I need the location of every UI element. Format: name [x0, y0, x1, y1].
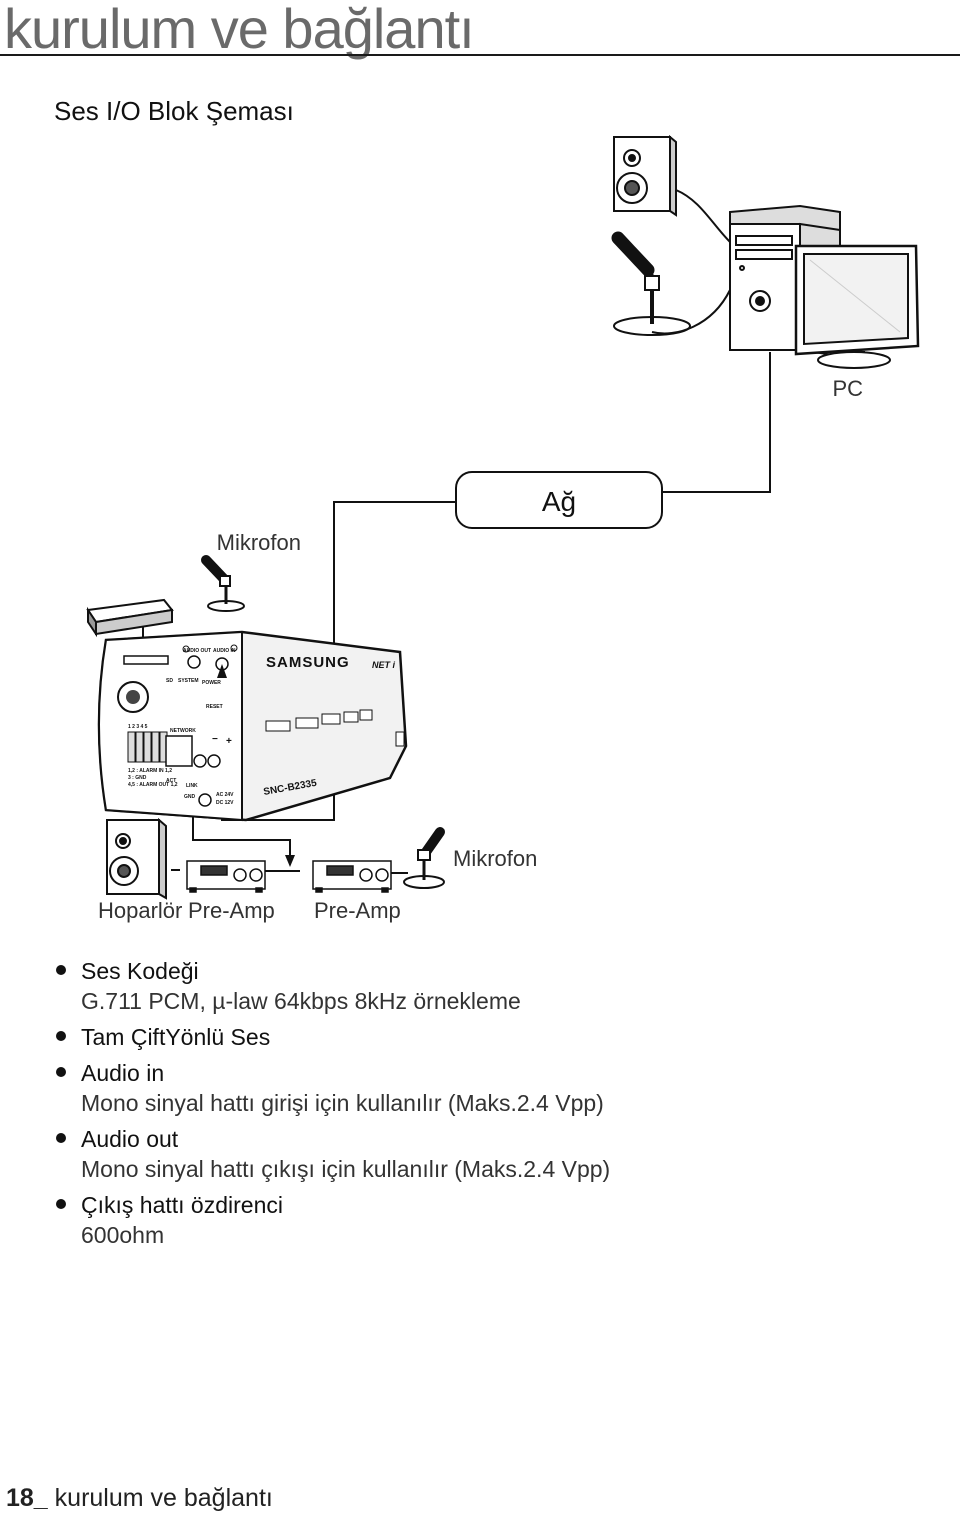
- spec-detail: G.711 PCM, µ-law 64kbps 8kHz örnekleme: [81, 988, 521, 1014]
- camera-terminal-legend-1: 1,2 : ALARM IN 1,2: [128, 768, 172, 774]
- camera-reset-label: RESET: [206, 704, 223, 710]
- camera-act-label: ACT: [166, 778, 176, 784]
- camera-power-label: POWER: [202, 680, 221, 686]
- spec-detail: Mono sinyal hattı girişi için kullanılır…: [81, 1090, 604, 1116]
- audio-io-block-diagram: Ağ: [86, 134, 920, 923]
- section-title: Ses I/O Blok Şeması: [54, 96, 294, 126]
- page-footer: 18_ kurulum ve bağlantı: [6, 1484, 273, 1513]
- spec-detail: 600ohm: [81, 1222, 165, 1248]
- spec-item-output-impedance: Çıkış hattı özdirenci 600ohm: [54, 1190, 934, 1250]
- camera-dc12v-label: DC 12V: [216, 800, 234, 806]
- camera-plus-label: +: [226, 736, 232, 747]
- input-microphone-icon: [403, 827, 445, 889]
- camera-minus-label: −: [212, 734, 218, 745]
- camera-net-logo: NET i: [372, 660, 396, 670]
- camera-audio-out-label: AUDIO OUT: [183, 648, 211, 654]
- preamp-input-icon: [312, 860, 392, 893]
- input-mic-label: Mikrofon: [453, 846, 537, 871]
- bullet-icon: [56, 1133, 66, 1143]
- chapter-title: kurulum ve bağlantı: [4, 0, 475, 60]
- network-node: Ağ: [455, 471, 663, 529]
- spec-title: Audio out: [81, 1126, 179, 1152]
- output-speaker-icon: [106, 817, 167, 900]
- page-number: 18_: [6, 1484, 48, 1512]
- camera-ac24v-label: AC 24V: [216, 792, 234, 798]
- network-label: Ağ: [542, 486, 576, 517]
- bullet-icon: [56, 965, 66, 975]
- spec-detail: Mono sinyal hattı çıkışı için kullanılır…: [81, 1156, 611, 1182]
- spec-title: Tam ÇiftYönlü Ses: [81, 1024, 271, 1050]
- camera-audio-in-label: AUDIO IN: [213, 648, 236, 654]
- camera-gnd-label: GND: [184, 794, 196, 800]
- camera-sd-label: SD: [166, 678, 173, 684]
- spec-title: Çıkış hattı özdirenci: [81, 1192, 283, 1218]
- signal-arrows: [217, 664, 295, 867]
- preamp-output-icon: [186, 860, 266, 893]
- bullet-icon: [56, 1031, 66, 1041]
- pc-speaker-icon: [613, 134, 677, 217]
- pc-computer-icon: [729, 204, 920, 369]
- camera-network-label: NETWORK: [170, 728, 196, 734]
- pc-label: PC: [832, 376, 863, 401]
- camera-terminal-legend-3: 4,5 : ALARM OUT 1,2: [128, 782, 178, 788]
- camera-system-label: SYSTEM: [178, 678, 199, 684]
- header-rule: [0, 54, 960, 56]
- preamp-input-label: Pre-Amp: [314, 898, 401, 923]
- camera-terminal-numbers: 1 2 3 4 5: [128, 724, 148, 730]
- audio-spec-list: Ses Kodeği G.711 PCM, µ-law 64kbps 8kHz …: [54, 956, 934, 1256]
- camera-mic-label: Mikrofon: [217, 530, 301, 555]
- spec-item-audio-out: Audio out Mono sinyal hattı çıkışı için …: [54, 1124, 934, 1184]
- camera-terminal-legend-2: 3 : GND: [128, 775, 147, 781]
- footer-text: kurulum ve bağlantı: [47, 1484, 273, 1512]
- bullet-icon: [56, 1067, 66, 1077]
- camera-brand: SAMSUNG: [266, 654, 350, 671]
- spec-item-audio-in: Audio in Mono sinyal hattı girişi için k…: [54, 1058, 934, 1118]
- spec-title: Audio in: [81, 1060, 165, 1086]
- spec-title: Ses Kodeği: [81, 958, 199, 984]
- pc-microphone-icon: [611, 231, 691, 336]
- camera-body: SAMSUNG NET i SNC-B2335 AUDIO OUT AUDIO …: [97, 630, 408, 822]
- bullet-icon: [56, 1199, 66, 1209]
- spec-item-full-duplex: Tam ÇiftYönlü Ses: [54, 1022, 934, 1052]
- speaker-label: Hoparlör: [98, 898, 182, 923]
- preamp-output-label: Pre-Amp: [188, 898, 275, 923]
- camera-link-label: LINK: [186, 783, 198, 789]
- spec-item-codec: Ses Kodeği G.711 PCM, µ-law 64kbps 8kHz …: [54, 956, 934, 1016]
- camera-microphone-icon: [201, 555, 245, 612]
- junction-box-icon: [86, 598, 174, 638]
